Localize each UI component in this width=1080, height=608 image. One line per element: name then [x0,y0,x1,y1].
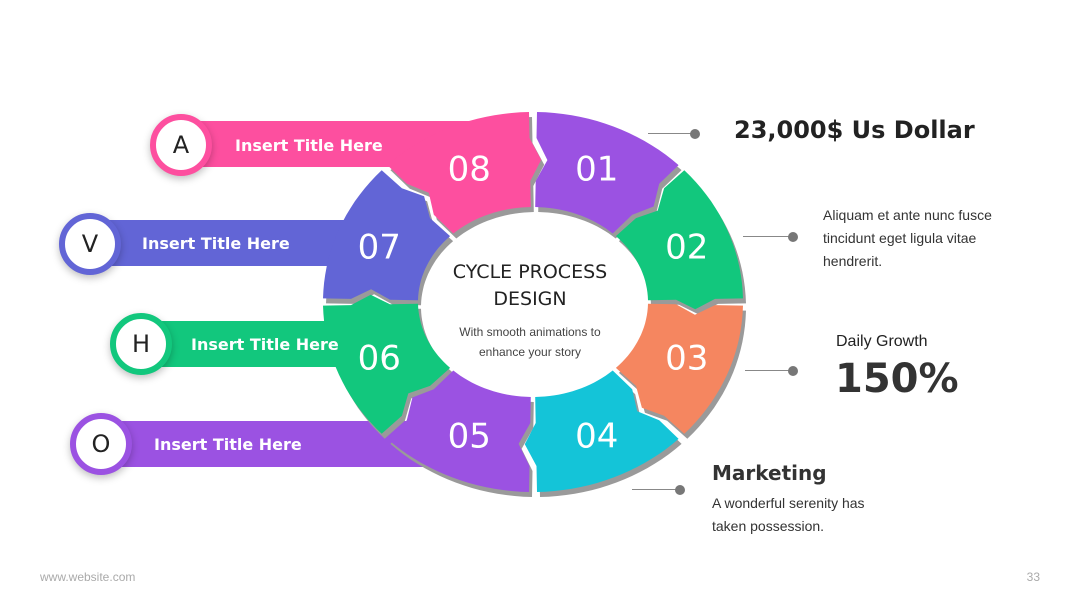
label-title-h: Insert Title Here [191,335,339,354]
segment-number-01: 01 [575,150,618,190]
dollar-title: 23,000$ Us Dollar [734,116,975,144]
center-title: CYCLE PROCESS DESIGN [430,259,630,313]
label-bar-h[interactable] [140,321,340,367]
growth-value: 150% [835,356,959,402]
center-title-line1: CYCLE PROCESS [452,261,608,283]
growth-label: Daily Growth [836,333,928,350]
segment-number-08: 08 [448,150,491,190]
segment-07[interactable] [323,170,451,301]
label-title-o: Insert Title Here [154,435,302,454]
description-text: Aliquam et ante nunc fusce tincidunt ege… [823,207,992,269]
badge-o[interactable]: O [70,413,132,475]
segment-08[interactable] [387,112,542,234]
footer-page-number: 33 [1026,570,1040,584]
segment-number-06: 06 [358,338,401,378]
segment-03[interactable] [615,303,743,434]
segment-number-05: 05 [448,417,491,457]
connector-dot-growth [788,366,798,376]
connector-dot-dollar [690,129,700,139]
segment-number-07: 07 [358,228,401,268]
center-subtitle: With smooth animations to enhance your s… [459,325,601,359]
segment-02[interactable] [615,170,743,310]
connector-dot-description [788,232,798,242]
segment-01[interactable] [535,112,679,234]
segment-number-03: 03 [665,338,708,378]
badge-h[interactable]: H [110,313,172,375]
marketing-text: A wonderful serenity has taken possessio… [712,495,865,534]
segment-number-02: 02 [665,228,708,268]
marketing-title: Marketing [712,461,827,485]
segment-05[interactable] [387,370,531,493]
connector-description [743,236,791,237]
segment-number-04: 04 [575,417,618,457]
segment-04[interactable] [524,370,679,493]
badge-a[interactable]: A [150,114,212,176]
segment-06[interactable] [323,294,451,434]
badge-v[interactable]: V [59,213,121,275]
connector-dot-marketing [675,485,685,495]
connector-growth [745,370,791,371]
connector-marketing [632,489,678,490]
label-bar-v[interactable] [90,220,350,266]
connector-dollar [648,133,694,134]
label-title-a: Insert Title Here [235,136,383,155]
footer-website[interactable]: www.website.com [40,570,136,584]
center-title-line2: DESIGN [493,288,567,310]
label-title-v: Insert Title Here [142,234,290,253]
